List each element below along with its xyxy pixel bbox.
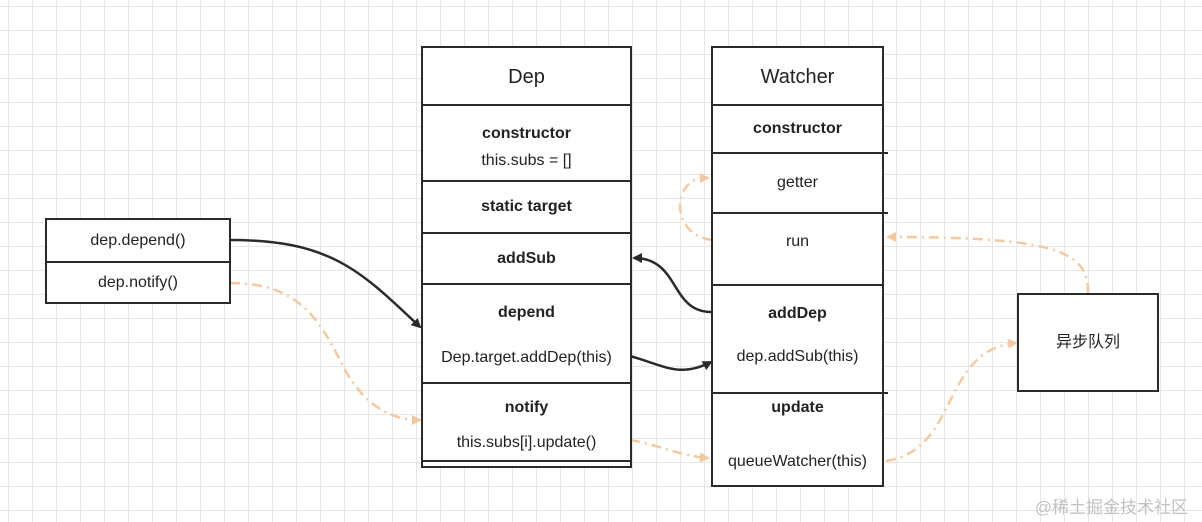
watcher-class-box: Watcher constructor getter run addDep de… xyxy=(711,46,888,487)
arrow-depend-call-to-depend xyxy=(229,238,422,329)
arrow-queue-to-run xyxy=(886,232,1090,294)
watcher-divider-2 xyxy=(713,152,888,154)
arrow-update-to-queuewatcher xyxy=(629,438,710,463)
watcher-update-label: update xyxy=(771,399,824,416)
dep-divider-2 xyxy=(423,180,630,182)
watcher-update-body: queueWatcher(this) xyxy=(727,453,868,470)
watcher-divider-1 xyxy=(713,104,882,106)
dep-notify-body: this.subs[i].update() xyxy=(456,434,597,451)
async-queue-box: 异步队列 xyxy=(1017,293,1159,392)
watcher-run: run xyxy=(785,233,810,250)
dep-constructor-label: constructor xyxy=(482,125,571,142)
watermark: @稀土掘金技术社区 xyxy=(1034,498,1188,517)
watcher-constructor-label: constructor xyxy=(753,120,842,137)
dep-divider-6 xyxy=(423,460,630,462)
watcher-title: Watcher xyxy=(760,66,835,88)
arrow-queuewatcher-to-queue xyxy=(885,338,1018,463)
dep-class-box: Dep constructor this.subs = [] static ta… xyxy=(421,46,632,468)
watcher-divider-3 xyxy=(713,212,888,214)
watcher-adddep-body: dep.addSub(this) xyxy=(736,348,859,365)
dep-depend-label: depend xyxy=(498,304,555,321)
async-queue-label: 异步队列 xyxy=(1055,334,1120,351)
dep-notify-label: notify xyxy=(504,399,549,416)
arrow-run-to-getter xyxy=(678,173,713,242)
arrow-notify-call-to-notify xyxy=(229,281,422,425)
caller-divider xyxy=(47,261,229,263)
dep-addsub: addSub xyxy=(497,250,556,267)
dep-divider-4 xyxy=(423,283,630,285)
dep-notify-call: dep.notify() xyxy=(97,274,179,291)
dep-constructor-body: this.subs = [] xyxy=(481,152,572,169)
dep-title: Dep xyxy=(508,66,545,88)
arrow-target-adddep-to-adddep xyxy=(629,354,713,371)
watcher-divider-4 xyxy=(713,284,882,286)
dep-divider-3 xyxy=(423,232,630,234)
dep-divider-5 xyxy=(423,382,630,384)
arrow-adddep-to-addsub xyxy=(632,253,712,314)
watcher-divider-5 xyxy=(713,392,888,394)
watcher-adddep-label: addDep xyxy=(768,305,827,322)
watcher-getter: getter xyxy=(777,174,818,191)
dep-static-target: static target xyxy=(481,198,572,215)
dep-depend-call: dep.depend() xyxy=(90,232,186,249)
dep-depend-body: Dep.target.addDep(this) xyxy=(441,349,612,366)
caller-box: dep.depend() dep.notify() xyxy=(45,218,231,304)
dep-divider-1 xyxy=(423,104,630,106)
